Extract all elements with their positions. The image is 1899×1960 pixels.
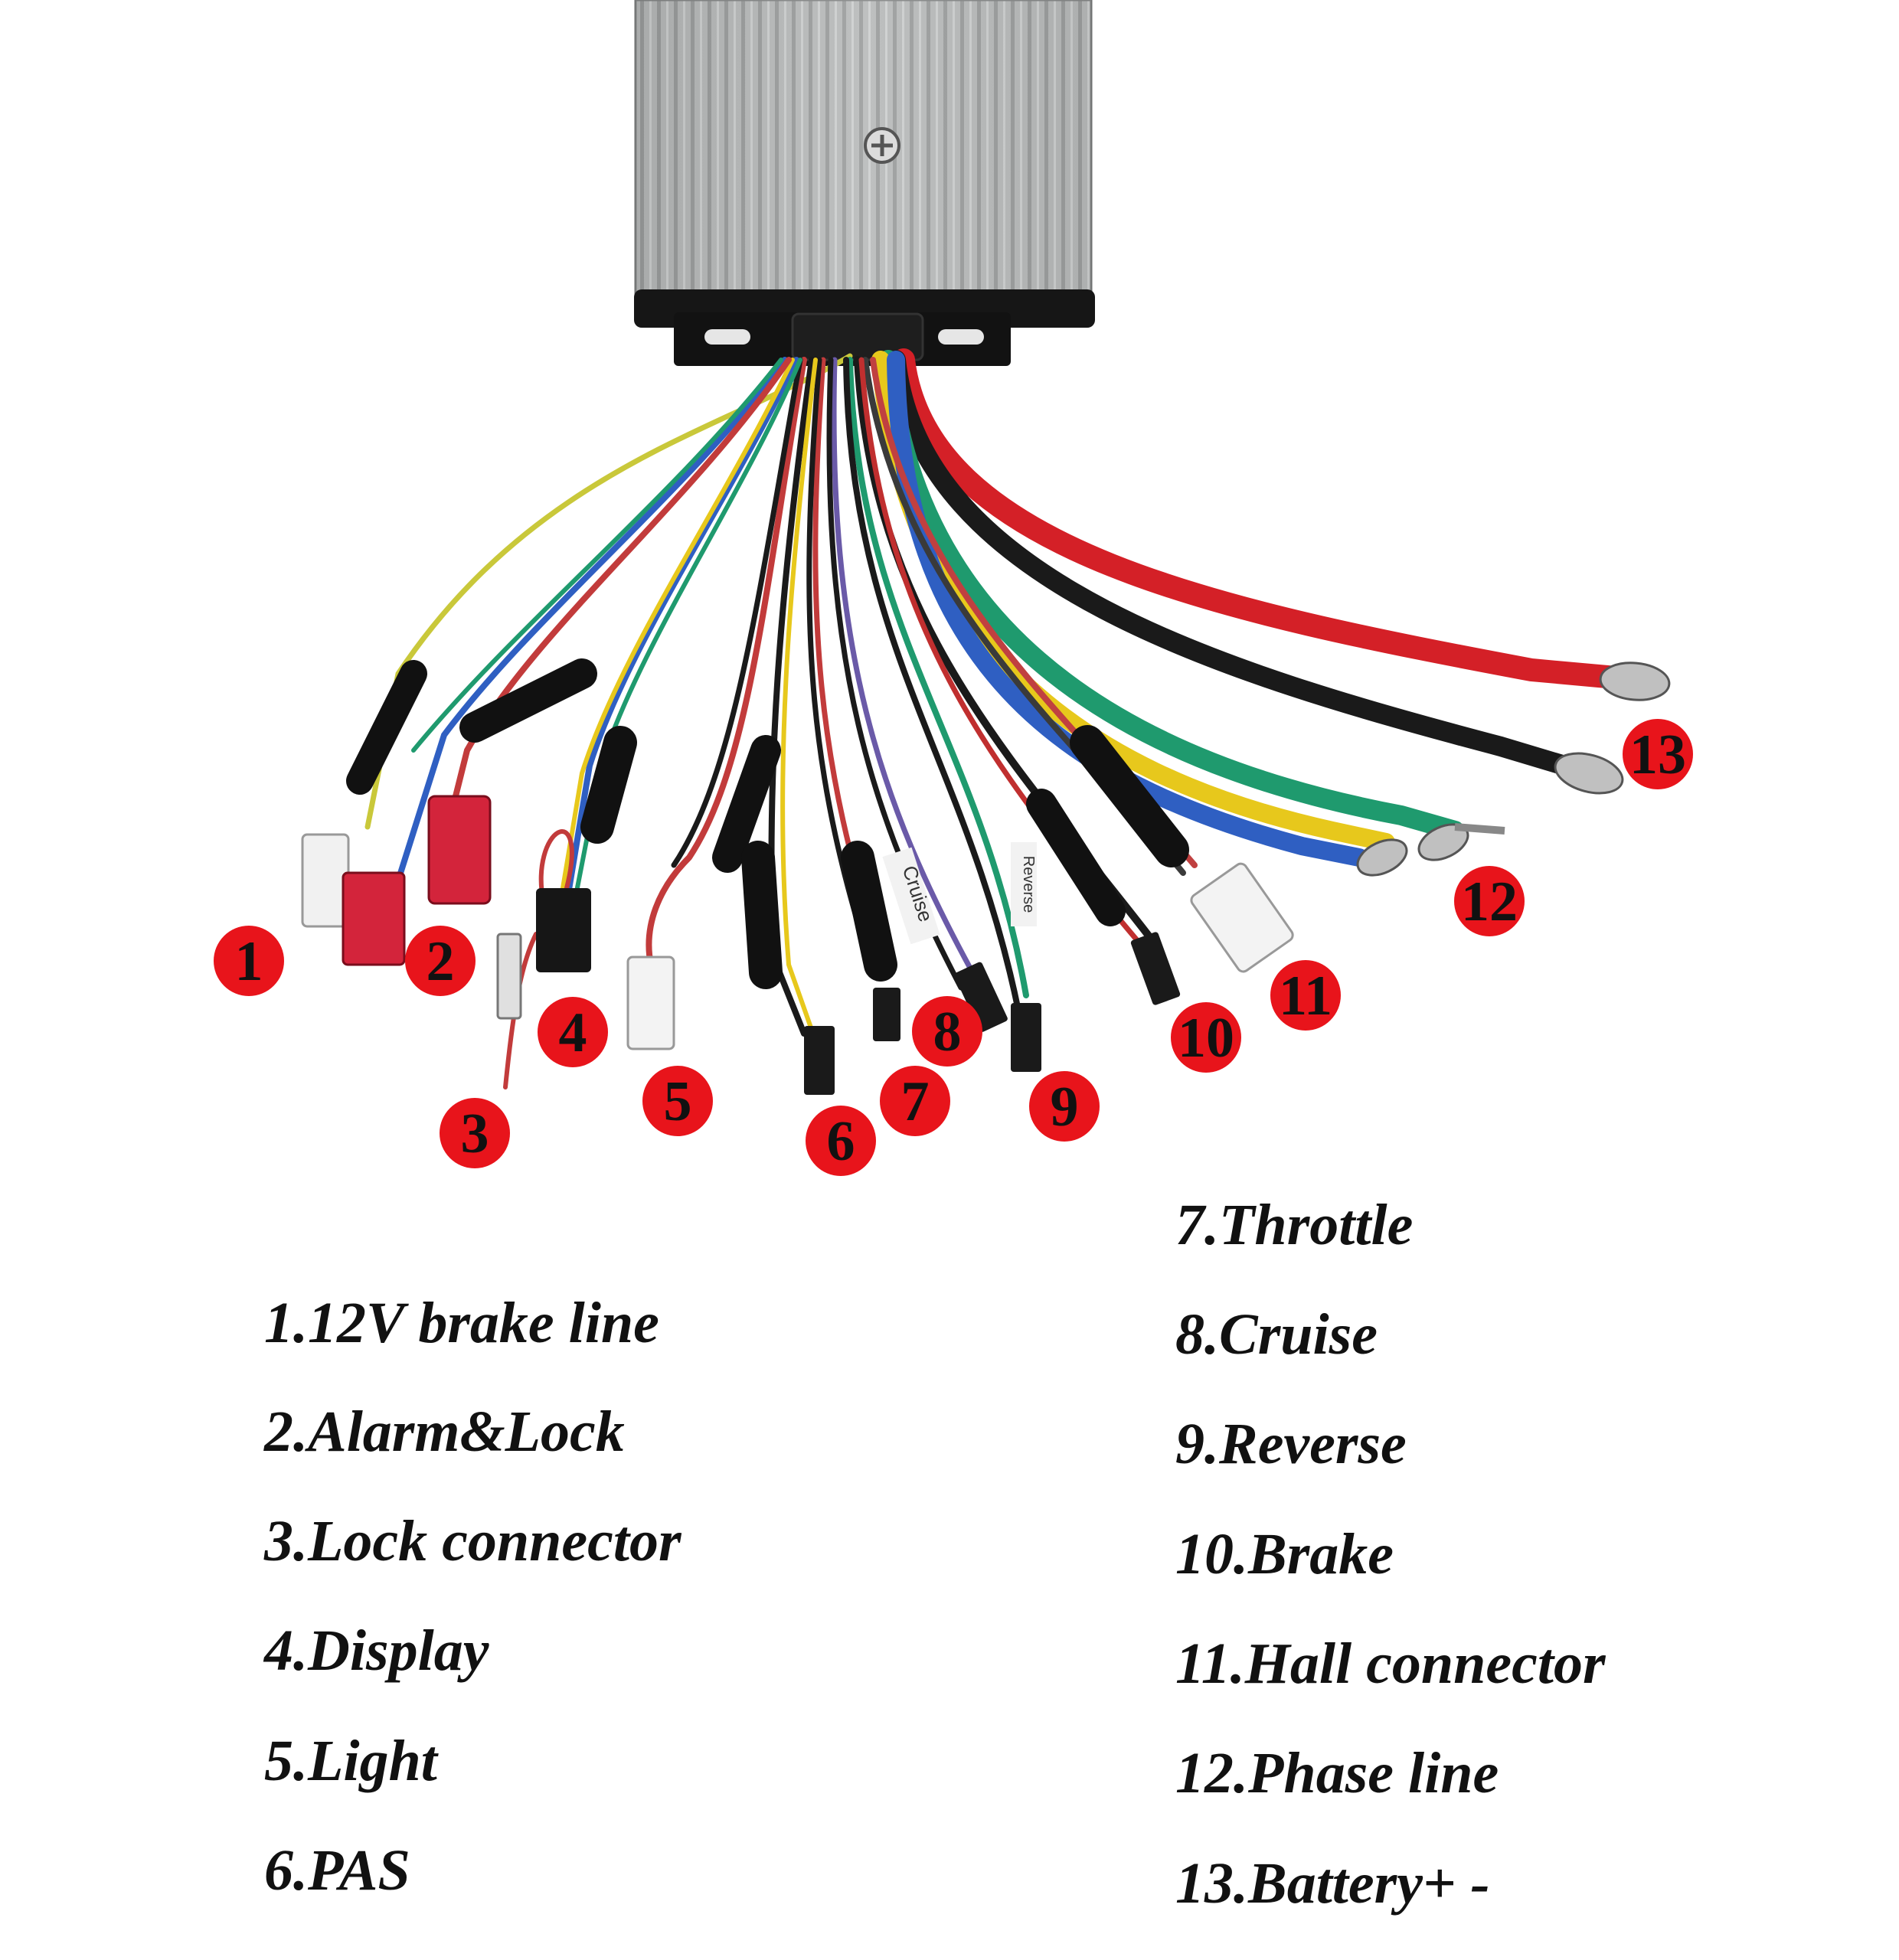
wire-cruise [831,357,976,975]
reverse-sleeve-label: Reverse [1020,856,1037,913]
legend-item-2: 2.Alarm&Lock [264,1400,625,1464]
callout-9: 9 [1029,1071,1100,1142]
legend-item-13: 13.Battery+ - [1175,1851,1490,1916]
terminal-battery-red [1599,662,1671,701]
legend-item-6: 6.PAS [264,1838,410,1903]
svg-text:1: 1 [235,930,263,993]
wire-reverse [847,357,1029,998]
svg-text:8: 8 [933,1001,962,1063]
svg-text:4: 4 [559,1001,587,1064]
callout-11: 11 [1270,960,1341,1031]
connector-brake [1130,932,1181,1005]
connector-lock [496,933,522,1020]
legend-item-3: 3.Lock connector [264,1509,681,1573]
legend-item-8: 8.Cruise [1175,1302,1378,1367]
terminal-phase-green [1454,823,1505,835]
connector-hall [1190,862,1294,973]
svg-text:10: 10 [1178,1007,1234,1070]
legend-item-1: 1.12V brake line [264,1291,659,1355]
legend-item-12: 12.Phase line [1175,1741,1499,1805]
svg-text:3: 3 [461,1102,489,1165]
callout-1: 1 [214,926,284,996]
svg-text:7: 7 [901,1070,930,1133]
terminal-phase-blue [1356,838,1408,877]
legend-item-10: 10.Brake [1175,1522,1394,1586]
svg-text:2: 2 [427,930,455,993]
connector-reverse [1011,1003,1041,1072]
legend-item-11: 11.Hall connector [1175,1632,1606,1696]
connector-cruise [954,962,1008,1032]
callout-badges: 1 2 3 4 5 6 7 8 9 10 11 12 13 [214,719,1693,1176]
wire-alarm [395,357,788,884]
connector-light [626,956,675,1050]
callout-8: 8 [912,996,982,1067]
connector-brake-12v [301,833,350,928]
wire-battery-red [892,348,1627,689]
callout-7: 7 [880,1066,950,1136]
wire-display [564,357,799,906]
controller-housing [634,0,1093,296]
connector-display [536,888,591,972]
connectors [301,662,1671,1095]
wire-light [646,357,807,968]
callout-13: 13 [1623,719,1693,789]
callout-5: 5 [642,1066,713,1136]
callout-4: 4 [538,997,608,1067]
callout-3: 3 [440,1098,510,1168]
legend-item-7: 7.Throttle [1175,1193,1414,1257]
svg-text:12: 12 [1461,871,1518,933]
wire-brake-12v [364,353,853,830]
connector-lock-red [427,795,492,905]
terminal-battery-black [1554,752,1624,795]
connector-pas [804,1026,835,1095]
callout-10: 10 [1171,1002,1241,1073]
end-cap-bracket [634,289,1095,366]
wire-battery-black [886,350,1587,779]
callout-6: 6 [806,1106,876,1176]
legend-item-5: 5.Light [264,1729,437,1793]
svg-text:6: 6 [827,1110,855,1173]
svg-text:11: 11 [1279,965,1332,1027]
callout-2: 2 [405,926,476,996]
wire-bundle [346,348,1627,1089]
callout-12: 12 [1454,866,1525,936]
legend-item-9: 9.Reverse [1175,1412,1407,1476]
connector-alarm [342,871,406,966]
legend-item-4: 4.Display [264,1619,489,1683]
connector-throttle [873,988,900,1041]
svg-text:13: 13 [1629,724,1686,786]
svg-text:9: 9 [1051,1076,1079,1138]
svg-text:5: 5 [664,1070,692,1133]
